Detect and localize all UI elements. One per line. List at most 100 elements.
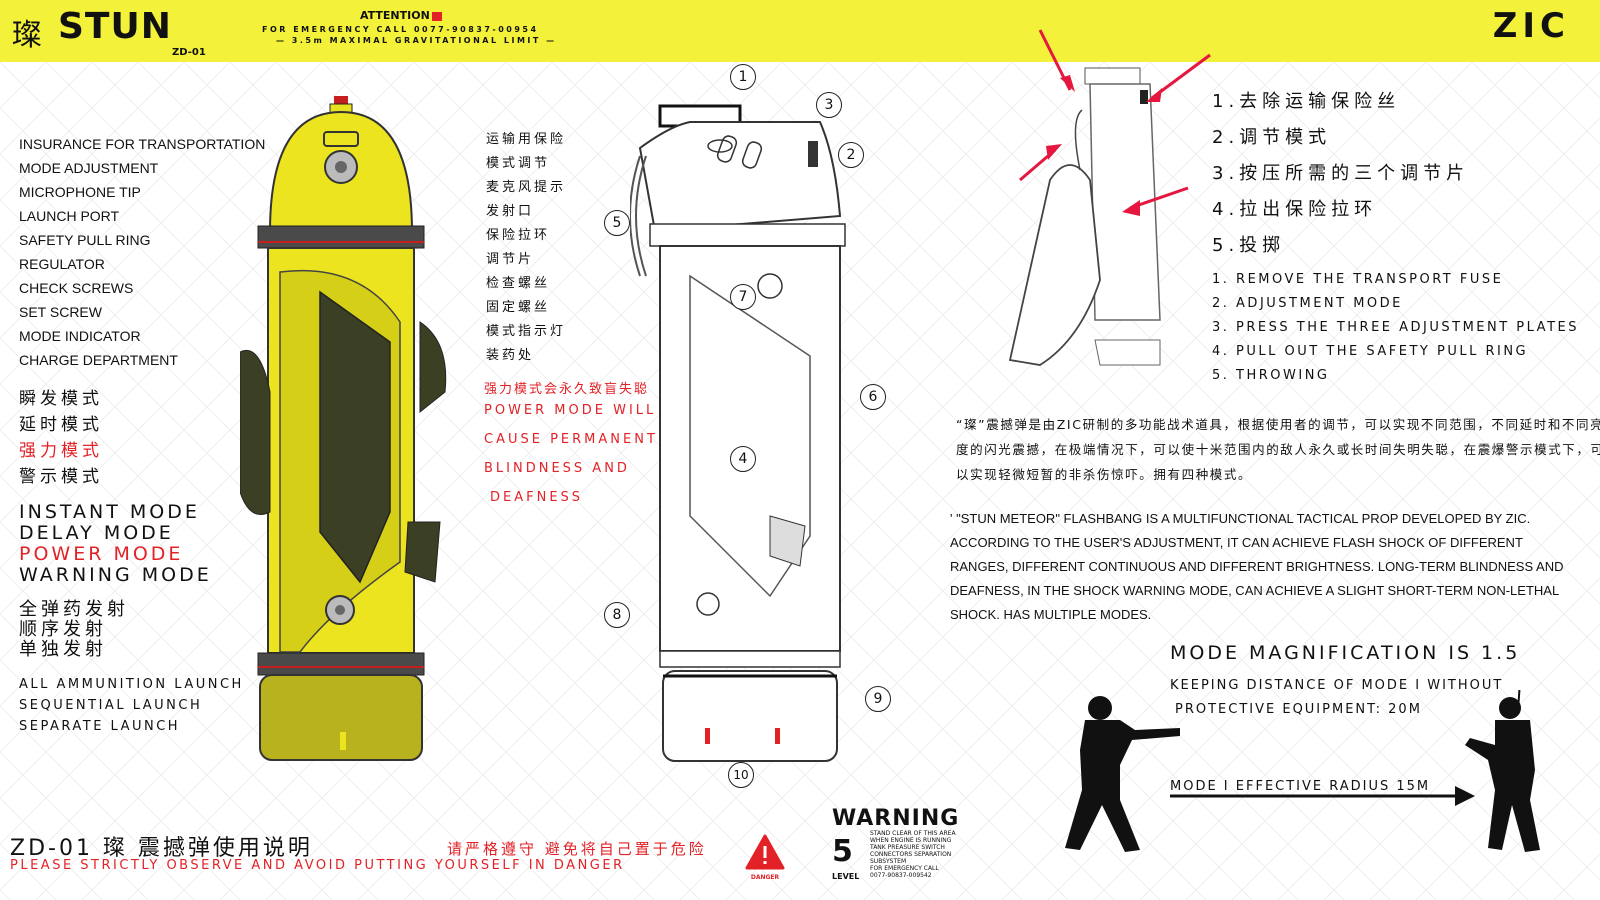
footer-warning-en: PLEASE STRICTLY OBSERVE AND AVOID PUTTIN… [10,858,625,873]
mode-list-cn: 瞬发模式 延时模式 强力模式 警示模式 [19,386,103,490]
product-title: STUN [58,6,172,47]
component-list-cn: 运输用保险 模式调节 麦克风提示 发射口 保险拉环 调节片 检查螺丝 固定螺丝 … [486,128,566,368]
danger-label: DANGER [750,874,780,881]
attention-badge [431,11,442,21]
effective-radius-label: MODE I EFFECTIVE RADIUS 15M [1170,779,1431,794]
component-cn-item: 麦克风提示 [486,180,567,195]
steps-list-cn: 1.去除运输保险丝 2.调节模式 3.按压所需的三个调节片 4.拉出保险拉环 5… [1212,84,1469,264]
keeping-distance-text: KEEPING DISTANCE OF MODE I WITHOUT PROTE… [1170,674,1503,722]
radius-arrow-head [1455,786,1475,806]
mode-en-item: DELAY MODE [19,522,174,544]
component-cn-item: 模式指示灯 [486,324,567,339]
component-en-item: MODE INDICATOR [19,328,141,344]
launch-en-item: SEQUENTIAL LAUNCH [19,698,203,713]
footer-warning-cn: 请严格遵守 避免将自己置于危险 [447,840,707,858]
white-grenade-illustration [630,104,846,762]
warning-call-label: FOR EMERGENCY CALL [870,865,939,872]
step-en-item: 3. PRESS THE THREE ADJUSTMENT PLATES [1212,320,1579,335]
footer-title-cn: ZD-01 璨 震撼弹使用说明 [10,836,313,861]
step-en-item: 1. REMOVE THE TRANSPORT FUSE [1212,272,1504,287]
logo-character: 璨 [12,18,42,53]
gravity-limit-line: — 3.5m MAXIMAL GRAVITATIONAL LIMIT — [276,36,557,45]
description-cn: “璨”震撼弹是由ZIC研制的多功能战术道具，根据使用者的调节，可以实现不同范围，… [956,417,1600,482]
component-en-item: MICROPHONE TIP [19,184,141,200]
step-cn-item: 1.去除运输保险丝 [1212,91,1401,112]
warning-line: STAND CLEAR OF THIS AREA [870,830,956,837]
callout-8: 8 [604,602,630,628]
warning-line: SUBSYSTEM [870,858,907,865]
power-warning-line: POWER MODE WILL [484,403,657,418]
step-cn-item: 3.按压所需的三个调节片 [1212,163,1470,184]
power-warning-line: CAUSE PERMANENT [484,432,658,447]
component-en-item: CHARGE DEPARTMENT [19,352,178,368]
mode-en-item-power: POWER MODE [19,543,184,565]
component-en-item: LAUNCH PORT [19,208,120,224]
component-cn-item: 发射口 [486,204,535,219]
soldier-left-silhouette [1065,696,1180,852]
mode-cn-item: 延时模式 [19,415,103,435]
attention-title: ATTENTION [360,9,442,22]
product-model: ZD-01 [172,47,206,58]
callout-9: 9 [865,686,891,712]
component-en-item: SET SCREW [19,304,102,320]
steps-list-en: 1. REMOVE THE TRANSPORT FUSE 2. ADJUSTME… [1212,268,1579,388]
callout-5: 5 [604,210,630,236]
warning-call-number: 0077-90837-009542 [870,872,932,879]
step-en-item: 2. ADJUSTMENT MODE [1212,296,1403,311]
warning-level-label: LEVEL [832,872,860,881]
launch-cn-item: 顺序发射 [19,619,107,640]
keeping-distance-line: KEEPING DISTANCE OF MODE I WITHOUT [1170,678,1504,693]
hand-holding-grenade-illustration [1008,29,1211,366]
callout-2: 2 [838,142,864,168]
danger-triangle-icon [745,834,785,870]
component-cn-item: 保险拉环 [486,228,551,243]
component-cn-item: 模式调节 [486,156,551,171]
danger-sign: DANGER [745,834,785,881]
step-en-item: 5. THROWING [1212,368,1330,383]
component-en-item: MODE ADJUSTMENT [19,160,159,176]
warning-lines: STAND CLEAR OF THIS AREA WHEN ENGINE IS … [870,830,956,879]
mode-cn-item: 警示模式 [19,467,103,487]
launch-en-item: SEPARATE LAUNCH [19,719,181,734]
power-warning-line: DEAFNESS [490,490,584,505]
mode-en-item: INSTANT MODE [19,501,200,523]
component-cn-item: 固定螺丝 [486,300,551,315]
component-en-item: INSURANCE FOR TRANSPORTATION [19,136,266,152]
component-en-item: REGULATOR [19,256,105,272]
callout-1: 1 [730,64,756,90]
component-cn-item: 调节片 [486,252,535,267]
callout-10: 10 [728,762,754,788]
callout-3: 3 [816,92,842,118]
callout-6: 6 [860,384,886,410]
launch-cn-item: 全弹药发射 [19,599,129,620]
header-bar: 璨 STUN ZD-01 ATTENTION FOR EMERGENCY CAL… [0,0,1600,62]
warning-level-number: 5 [832,834,853,869]
power-warning-cn: 强力模式会永久致盲失聪 [484,382,650,397]
warning-line: CONNECTORS SEPARATION [870,851,952,858]
component-cn-item: 运输用保险 [486,132,567,147]
warning-panel: WARNING 5 LEVEL STAND CLEAR OF THIS AREA… [832,806,977,896]
power-warning-en: POWER MODE WILL CAUSE PERMANENT BLINDNES… [484,396,658,512]
description-en: ' "STUN METEOR" FLASHBANG IS A MULTIFUNC… [950,511,1564,622]
step-cn-item: 2.调节模式 [1212,127,1332,148]
mode-list-en: INSTANT MODE DELAY MODE POWER MODE WARNI… [19,502,212,586]
step-cn-item: 5.投掷 [1212,235,1286,256]
warning-line: WHEN ENGINE IS RUNNING [870,837,952,844]
component-list-en: INSURANCE FOR TRANSPORTATION MODE ADJUST… [19,132,265,372]
callout-7: 7 [730,284,756,310]
distance-illustration [1065,690,1540,852]
launch-list-cn: 全弹药发射 顺序发射 单独发射 [19,600,129,660]
keeping-distance-line: PROTECTIVE EQUIPMENT: 20M [1175,702,1422,717]
launch-en-item: ALL AMMUNITION LAUNCH [19,677,244,692]
yellow-grenade-illustration [240,96,447,761]
emergency-call-line: FOR EMERGENCY CALL 0077-90837-00954 [262,25,539,34]
callout-4: 4 [730,446,756,472]
component-cn-item: 装药处 [486,348,535,363]
warning-line: TANK PREASURE SWITCH [870,844,945,851]
step-en-item: 4. PULL OUT THE SAFETY PULL RING [1212,344,1529,359]
launch-cn-item: 单独发射 [19,639,107,660]
step-cn-item: 4.拉出保险拉环 [1212,199,1378,220]
warning-title: WARNING [832,806,960,831]
mode-cn-item: 瞬发模式 [19,389,103,409]
launch-list-en: ALL AMMUNITION LAUNCH SEQUENTIAL LAUNCH … [19,674,244,737]
